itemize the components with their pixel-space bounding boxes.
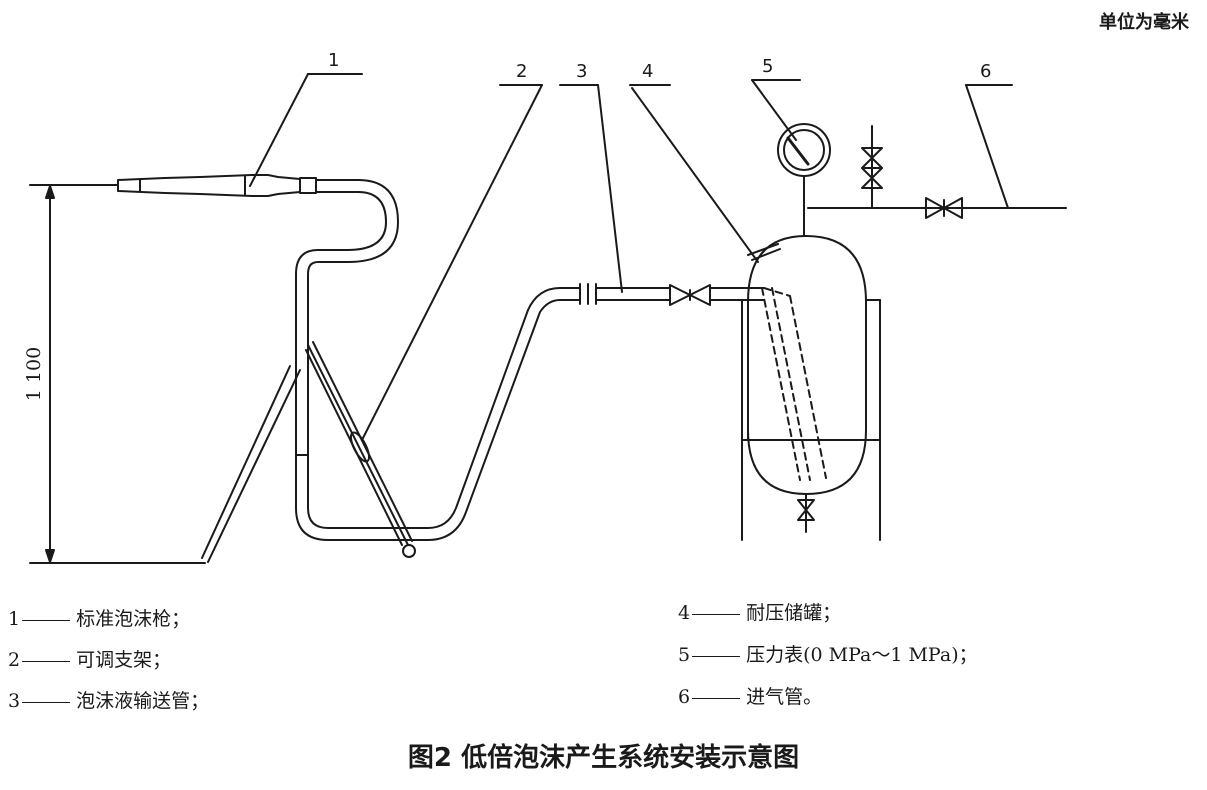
callout-4: 4 bbox=[642, 61, 653, 82]
figure-caption: 图2 低倍泡沫产生系统安装示意图 bbox=[407, 743, 800, 773]
legend-item-1: 1 标准泡沫枪； bbox=[8, 604, 190, 631]
adjustable-stand bbox=[201, 341, 416, 563]
legend-dash bbox=[692, 655, 741, 657]
legend-text: 进气管。 bbox=[746, 686, 823, 708]
legend-dash bbox=[22, 660, 71, 662]
legend-dash bbox=[22, 619, 71, 621]
legend-number: 6 bbox=[678, 686, 691, 708]
legend-dash bbox=[692, 697, 741, 699]
foam-delivery-pipe bbox=[579, 283, 765, 306]
callout-5: 5 bbox=[762, 56, 773, 77]
foam-gun bbox=[117, 174, 317, 197]
unit-note: 单位为毫米 bbox=[1099, 12, 1189, 33]
gun-hose bbox=[295, 179, 581, 541]
legend-dash bbox=[22, 701, 71, 703]
callout-3: 3 bbox=[576, 61, 587, 82]
legend-item-2: 2 可调支架； bbox=[8, 645, 171, 672]
callout-2: 2 bbox=[516, 61, 527, 82]
pressure-gauge bbox=[777, 123, 831, 237]
legend-item-6: 6 进气管。 bbox=[678, 682, 822, 709]
legend-number: 1 bbox=[8, 608, 21, 630]
dimension-value: 1 100 bbox=[23, 347, 45, 401]
legend-number: 4 bbox=[678, 602, 691, 624]
legend-item-4: 4 耐压储罐； bbox=[678, 598, 841, 625]
legend-item-5: 5 压力表(0 MPa～1 MPa)； bbox=[678, 640, 978, 667]
legend-text: 标准泡沫枪； bbox=[76, 608, 191, 630]
legend-number: 2 bbox=[8, 649, 21, 671]
dimension-line bbox=[29, 184, 206, 564]
legend-text: 泡沫液输送管； bbox=[76, 690, 210, 712]
legend-text: 压力表(0 MPa～1 MPa)； bbox=[746, 644, 978, 666]
legend-text: 可调支架； bbox=[76, 649, 172, 671]
callout-labels: 1 2 3 4 5 6 1 100 bbox=[23, 50, 991, 401]
leader-lines bbox=[249, 73, 1013, 441]
legend-text: 耐压储罐； bbox=[746, 602, 842, 624]
callout-1: 1 bbox=[328, 50, 339, 71]
legend-number: 3 bbox=[8, 690, 21, 712]
legend-item-3: 3 泡沫液输送管； bbox=[8, 686, 209, 713]
pressure-tank bbox=[741, 235, 881, 541]
callout-6: 6 bbox=[980, 61, 991, 82]
legend-number: 5 bbox=[678, 644, 691, 666]
legend-dash bbox=[692, 613, 741, 615]
air-inlet-pipe bbox=[807, 125, 1067, 219]
